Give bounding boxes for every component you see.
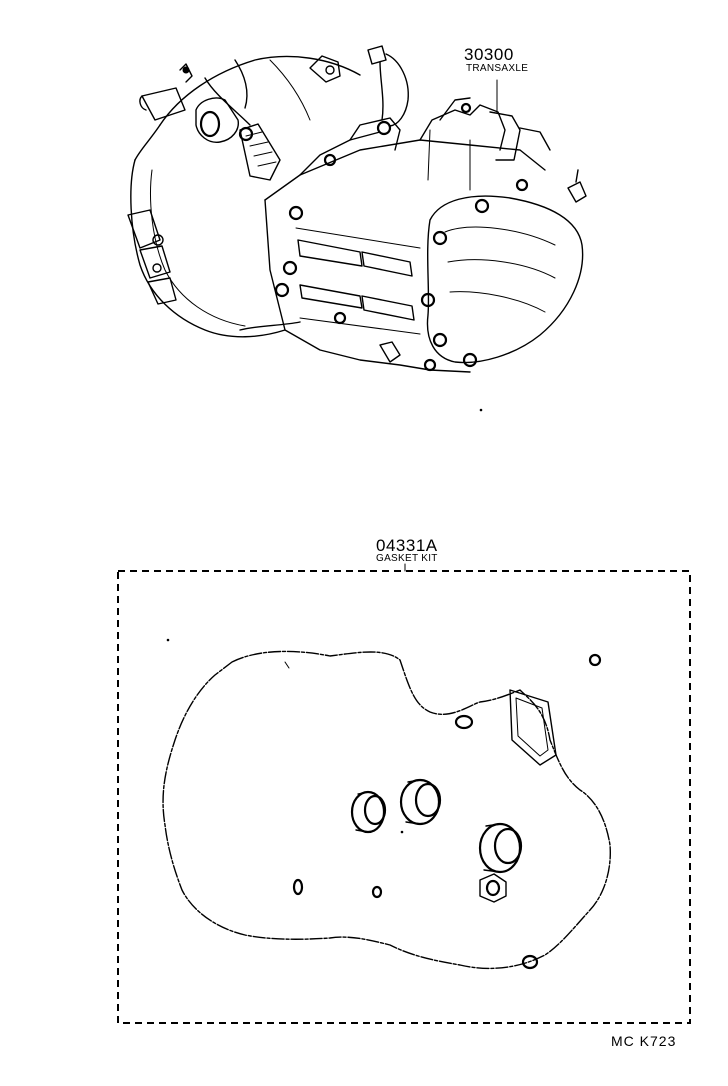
diagram-code: MC K723 (611, 1033, 677, 1049)
oil-seal-small (350, 790, 387, 834)
drain-plug (479, 873, 507, 903)
gasket-kit-part-number: 04331A (376, 536, 438, 555)
transaxle-illustration (127, 45, 587, 373)
gasket-kit-part-name: GASKET KIT (376, 553, 438, 564)
transaxle-part-number: 30300 (464, 45, 514, 64)
oil-seal-medium (399, 778, 442, 826)
gasket-kit-illustration (162, 408, 612, 970)
gasket-kit-dashed-box (117, 570, 691, 1024)
transaxle-part-name: TRANSAXLE (466, 63, 529, 74)
oil-seal-large (478, 822, 523, 874)
